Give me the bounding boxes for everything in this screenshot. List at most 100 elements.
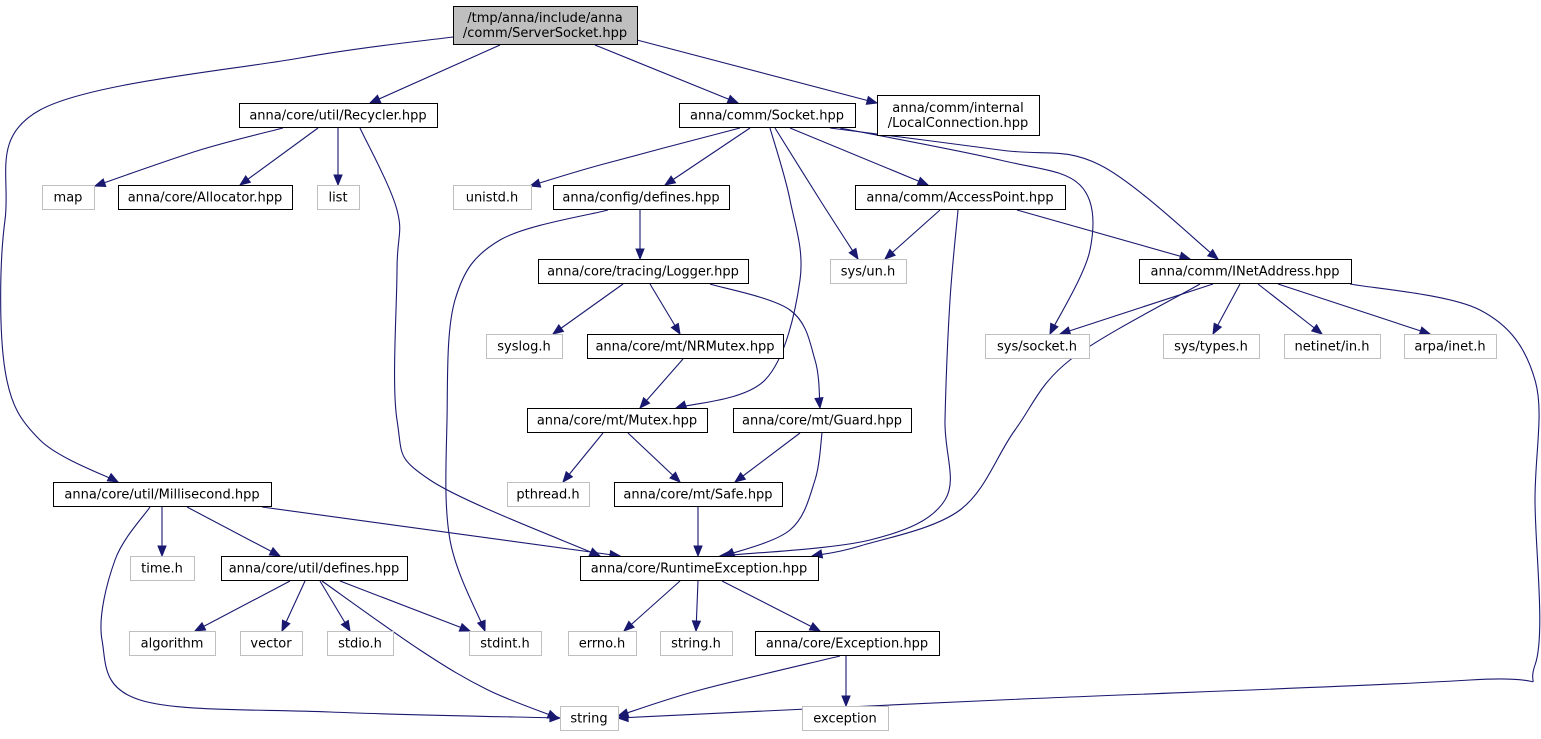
node-box — [53, 482, 272, 507]
node-label: anna/core/mt/Mutex.hpp — [537, 414, 697, 429]
edge-line — [639, 358, 684, 409]
node-box — [660, 631, 733, 656]
edge-arrowhead — [865, 95, 879, 105]
edge-line — [594, 44, 739, 104]
edge-line — [1277, 283, 1431, 335]
node-label: anna/core/mt/NRMutex.hpp — [595, 340, 774, 355]
node-stdio: stdio.h — [327, 631, 394, 656]
edge-line — [839, 127, 1094, 335]
node-box — [469, 631, 542, 656]
node-Allocator[interactable]: anna/core/Allocator.hpp — [118, 185, 293, 210]
node-box — [855, 185, 1066, 210]
edge-NRMutex-to-Mutex — [639, 358, 684, 410]
node-utildefines[interactable]: anna/core/util/defines.hpp — [221, 556, 408, 581]
edge-line — [0, 36, 454, 483]
node-Exception[interactable]: anna/core/Exception.hpp — [755, 631, 940, 656]
node-Socket[interactable]: anna/comm/Socket.hpp — [679, 103, 856, 128]
edge-line — [723, 432, 823, 557]
edge-line — [789, 127, 929, 186]
edge-arrowhead — [916, 176, 930, 186]
node-configdefines[interactable]: anna/config/defines.hpp — [553, 185, 730, 210]
edge-arrowhead — [639, 396, 651, 410]
node-arpainet: arpa/inet.h — [1404, 334, 1497, 359]
edge-line — [194, 580, 291, 632]
node-box — [802, 706, 889, 731]
node-box — [1284, 334, 1381, 359]
edge-Logger-to-Guard — [709, 283, 824, 410]
edge-utildefines-to-vector — [281, 580, 306, 633]
edge-line — [664, 127, 751, 186]
node-label: anna/core/Allocator.hpp — [128, 191, 283, 206]
edge-arrowhead — [106, 472, 120, 483]
node-box — [985, 334, 1090, 359]
node-box — [317, 185, 360, 210]
node-box — [453, 6, 638, 45]
edge-arrowhead — [635, 248, 645, 261]
edge-arrowhead — [93, 178, 107, 188]
edge-line — [675, 127, 802, 409]
node-Guard[interactable]: anna/core/mt/Guard.hpp — [733, 408, 912, 433]
node-label: anna/core/mt/Guard.hpp — [742, 414, 902, 429]
edge-arrowhead — [528, 178, 542, 188]
node-ServerSocket[interactable]: /tmp/anna/include/anna/comm/ServerSocket… — [453, 6, 638, 45]
edge-line — [1016, 209, 1191, 260]
edge-Millisecond-to-timeh — [157, 507, 167, 558]
node-Logger[interactable]: anna/core/tracing/Logger.hpp — [538, 259, 749, 284]
edge-arrowhead — [1206, 248, 1220, 260]
node-map: map — [42, 185, 95, 210]
node-LocalConnection[interactable]: anna/comm/internal/LocalConnection.hpp — [877, 95, 1040, 136]
node-box — [130, 556, 195, 581]
node-box — [221, 556, 408, 581]
edge-line — [617, 283, 1541, 719]
node-label: algorithm — [141, 637, 204, 652]
node-box — [240, 631, 303, 656]
edge-line — [261, 506, 621, 557]
node-AccessPoint[interactable]: anna/comm/AccessPoint.hpp — [855, 185, 1066, 210]
edge-RuntimeException-to-stringh — [691, 580, 702, 633]
node-label: pthread.h — [516, 488, 579, 503]
edge-configdefines-to-Logger — [635, 210, 645, 261]
node-label: anna/comm/INetAddress.hpp — [1151, 265, 1340, 280]
node-vector: vector — [240, 631, 303, 656]
node-Safe[interactable]: anna/core/mt/Safe.hpp — [614, 482, 783, 507]
edge-line — [1257, 283, 1323, 335]
edge-line — [321, 580, 559, 719]
edge-line — [552, 283, 624, 335]
edge-line — [239, 127, 319, 186]
node-NRMutex[interactable]: anna/core/mt/NRMutex.hpp — [587, 334, 784, 359]
edge-line — [829, 127, 1219, 260]
edge-Socket-to-unistd — [528, 127, 741, 188]
edge-line — [369, 44, 501, 104]
edge-arrowhead — [814, 397, 824, 410]
edge-Exception-to-string — [616, 655, 841, 718]
edge-arrowhead — [622, 620, 635, 632]
edge-arrowhead — [551, 324, 565, 335]
node-errno: errno.h — [568, 631, 637, 656]
edge-RuntimeException-to-errno — [622, 580, 681, 632]
nodes-layer: /tmp/anna/include/anna/comm/ServerSocket… — [42, 6, 1497, 731]
edge-line — [100, 506, 561, 719]
node-box — [560, 706, 619, 731]
node-box — [733, 408, 912, 433]
node-box — [587, 334, 784, 359]
node-label: anna/core/tracing/Logger.hpp — [547, 265, 739, 280]
node-INetAddress[interactable]: anna/comm/INetAddress.hpp — [1139, 259, 1352, 284]
node-stdint: stdint.h — [469, 631, 542, 656]
edge-Millisecond-to-utildefines — [186, 506, 282, 557]
node-RuntimeException[interactable]: anna/core/RuntimeException.hpp — [580, 556, 819, 581]
node-label: string.h — [671, 637, 721, 652]
node-Millisecond[interactable]: anna/core/util/Millisecond.hpp — [53, 482, 272, 507]
node-Mutex[interactable]: anna/core/mt/Mutex.hpp — [527, 408, 708, 433]
node-box — [527, 408, 708, 433]
node-Recycler[interactable]: anna/core/util/Recycler.hpp — [239, 103, 438, 128]
edge-arrowhead — [476, 619, 486, 633]
node-box — [1139, 259, 1352, 284]
edge-Socket-to-configdefines — [663, 127, 751, 186]
node-label: anna/core/util/Recycler.hpp — [249, 109, 426, 124]
node-timeh: time.h — [130, 556, 195, 581]
node-box — [453, 185, 532, 210]
edge-Recycler-to-list — [333, 128, 343, 187]
edge-arrowhead — [368, 94, 382, 104]
edge-line — [617, 655, 841, 717]
edge-Logger-to-syslog — [551, 283, 624, 335]
